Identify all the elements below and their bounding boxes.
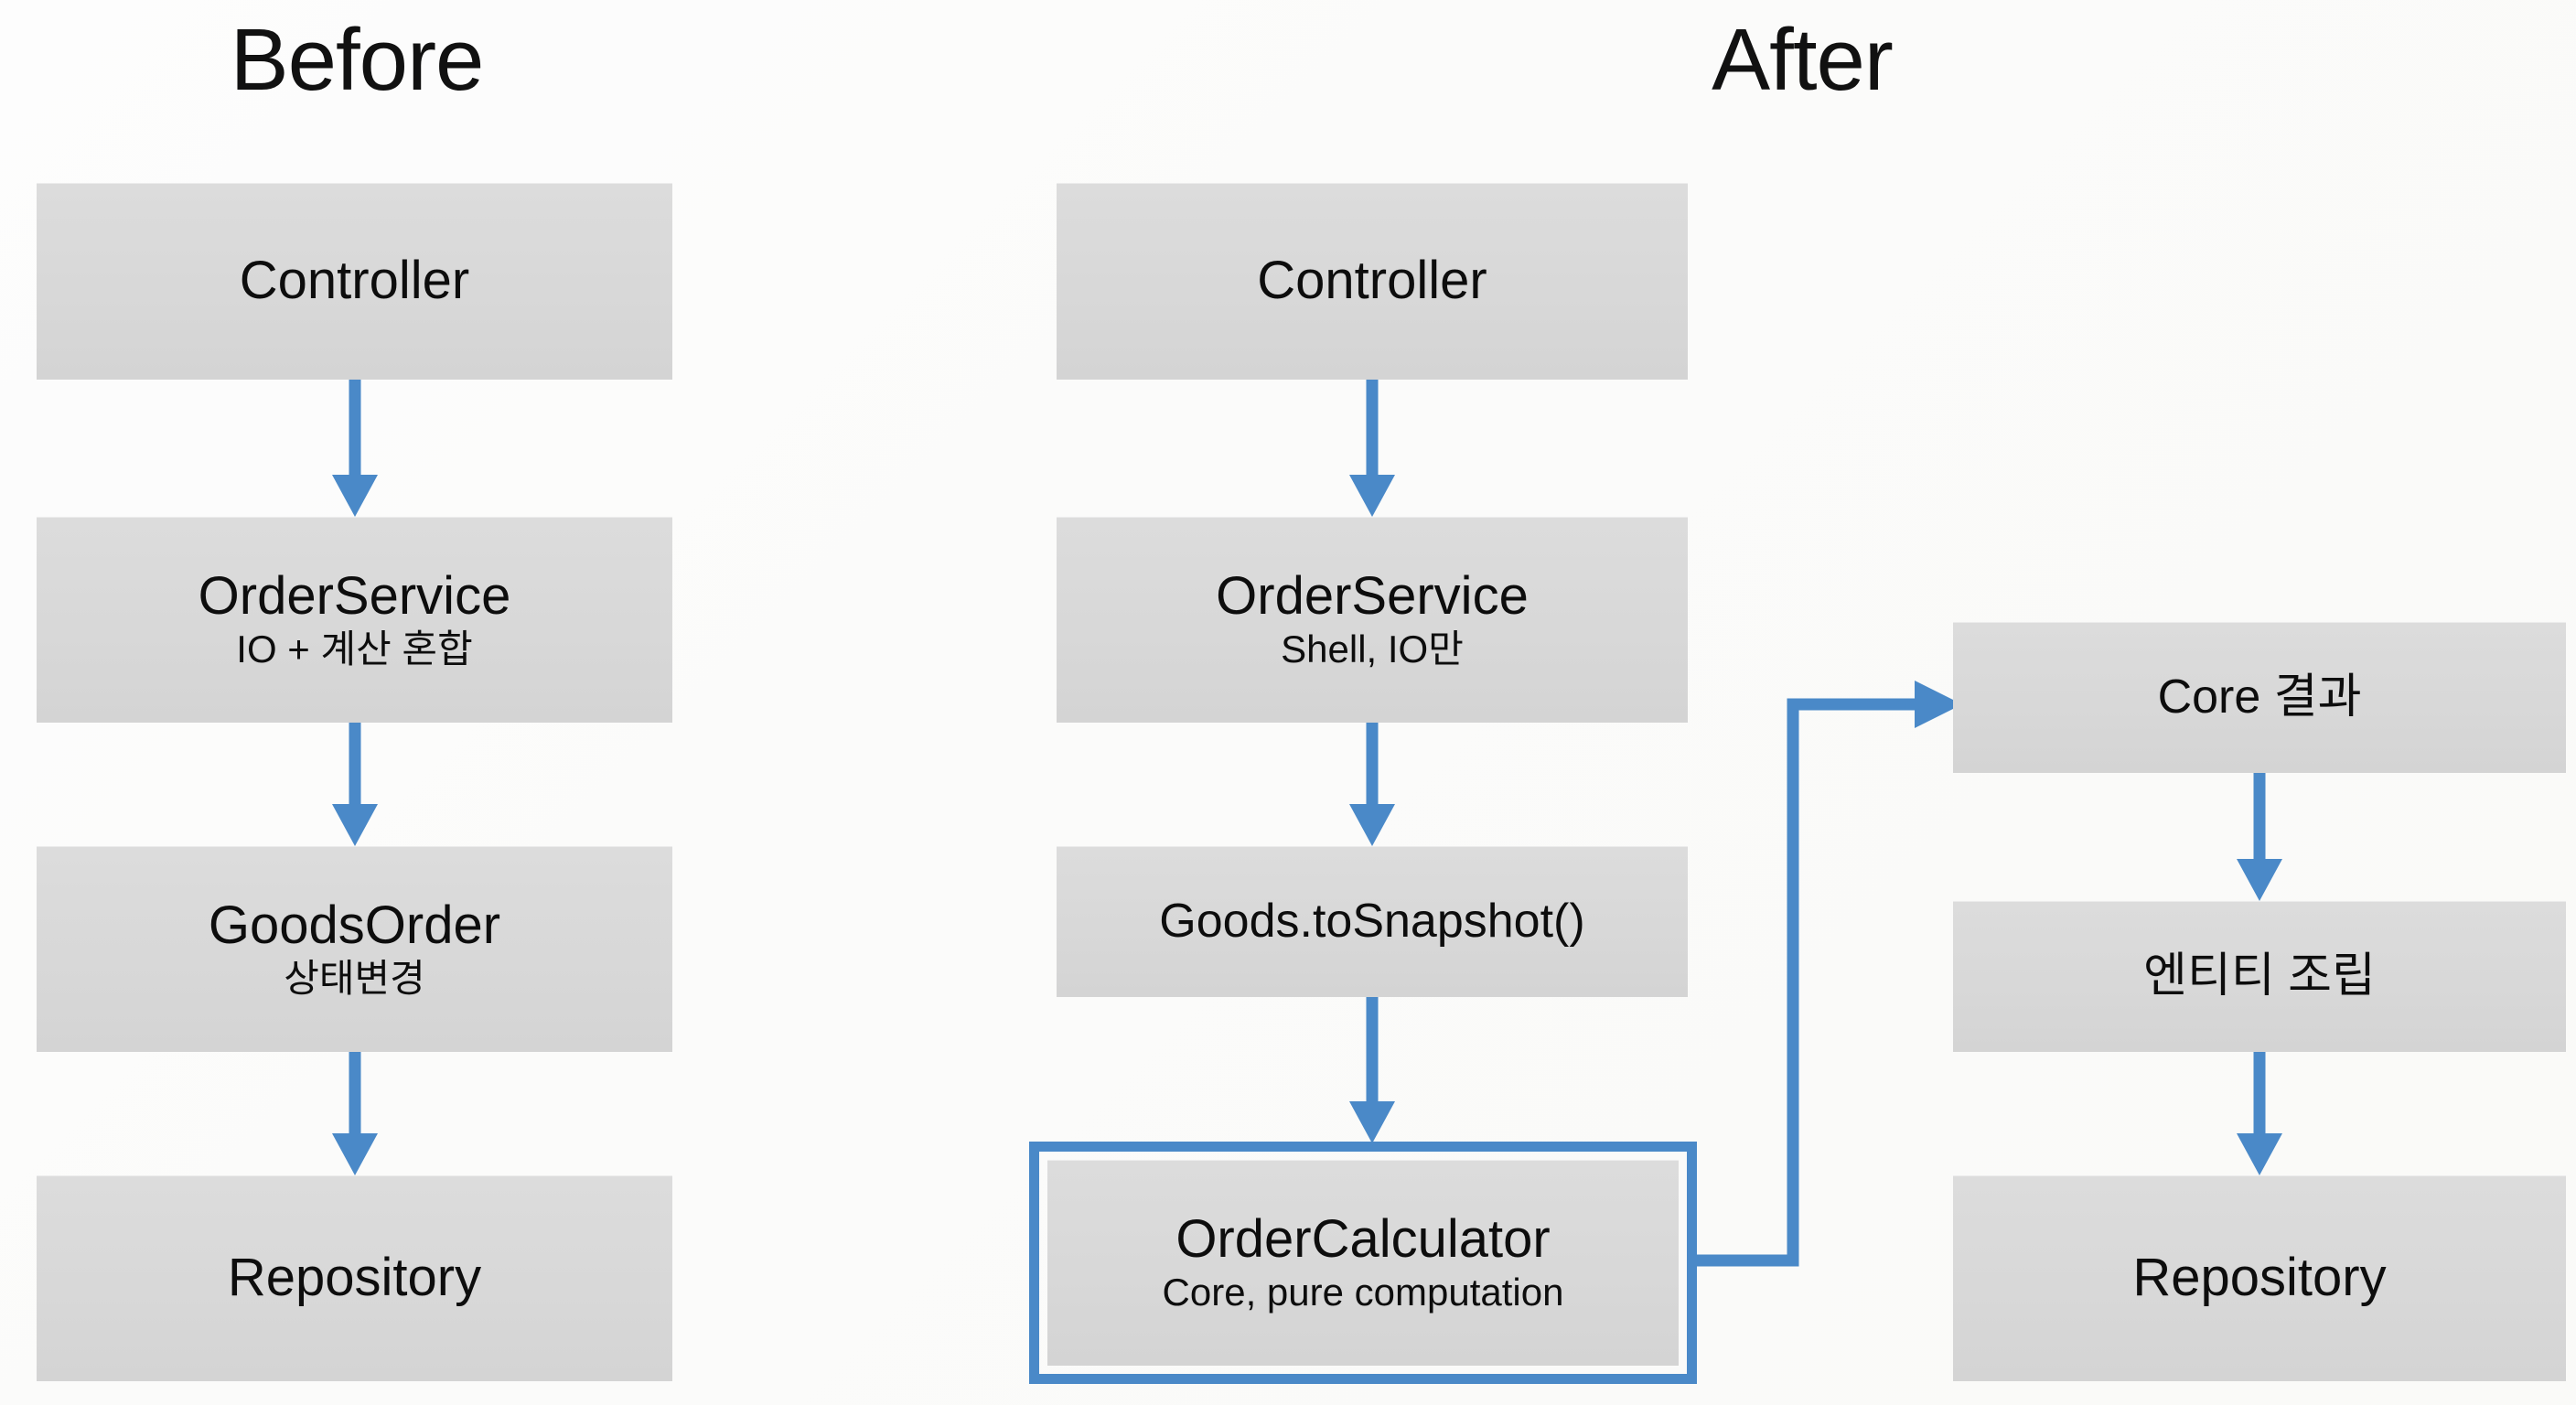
- arrow-after-controller-to-orderservice: [1345, 380, 1400, 517]
- before-node-orderservice[interactable]: OrderService IO + 계산 혼합: [37, 517, 672, 723]
- node-title: OrderService: [198, 565, 511, 626]
- arrow-before-orderservice-to-goodsorder: [327, 723, 382, 846]
- after-node-controller[interactable]: Controller: [1057, 183, 1688, 380]
- node-title: GoodsOrder: [208, 895, 501, 955]
- before-column-title: Before: [230, 11, 485, 109]
- arrow-after-orderservice-to-snapshot: [1345, 723, 1400, 846]
- node-title: 엔티티 조립: [2143, 949, 2376, 1003]
- node-subtitle: Shell, IO만: [1281, 627, 1464, 670]
- after-node-core-result[interactable]: Core 결과: [1953, 622, 2566, 773]
- arrow-entity-assembly-to-repository: [2232, 1052, 2287, 1175]
- arrow-before-goodsorder-to-repository: [327, 1052, 382, 1175]
- after-column-title: After: [1712, 11, 1894, 109]
- after-node-entity-assembly[interactable]: 엔티티 조립: [1953, 901, 2566, 1052]
- node-title: Repository: [227, 1248, 482, 1308]
- node-subtitle: 상태변경: [284, 956, 425, 1000]
- before-node-repository[interactable]: Repository: [37, 1175, 672, 1381]
- node-subtitle: IO + 계산 혼합: [236, 627, 473, 670]
- node-title: Controller: [239, 251, 470, 311]
- ordercalculator-inner: OrderCalculator Core, pure computation: [1047, 1160, 1679, 1366]
- node-title: OrderService: [1216, 565, 1529, 626]
- node-title: Core 결과: [2157, 670, 2362, 724]
- node-title: OrderCalculator: [1175, 1208, 1551, 1269]
- node-subtitle: Core, pure computation: [1162, 1270, 1564, 1314]
- after-node-orderservice[interactable]: OrderService Shell, IO만: [1057, 517, 1688, 723]
- node-title: Goods.toSnapshot(): [1159, 895, 1585, 949]
- arrow-core-result-to-entity-assembly: [2232, 773, 2287, 901]
- after-node-repository[interactable]: Repository: [1953, 1175, 2566, 1381]
- before-node-goodsorder[interactable]: GoodsOrder 상태변경: [37, 846, 672, 1052]
- after-node-ordercalculator[interactable]: OrderCalculator Core, pure computation: [1029, 1142, 1697, 1384]
- arrow-before-controller-to-orderservice: [327, 380, 382, 517]
- node-title: Repository: [2132, 1248, 2387, 1308]
- arrow-after-snapshot-to-ordercalculator: [1345, 997, 1400, 1143]
- node-title: Controller: [1257, 251, 1487, 311]
- elbow-connector-ordercalculator-to-core-result: [1688, 677, 1971, 1281]
- before-node-controller[interactable]: Controller: [37, 183, 672, 380]
- after-node-goods-tosnapshot[interactable]: Goods.toSnapshot(): [1057, 846, 1688, 997]
